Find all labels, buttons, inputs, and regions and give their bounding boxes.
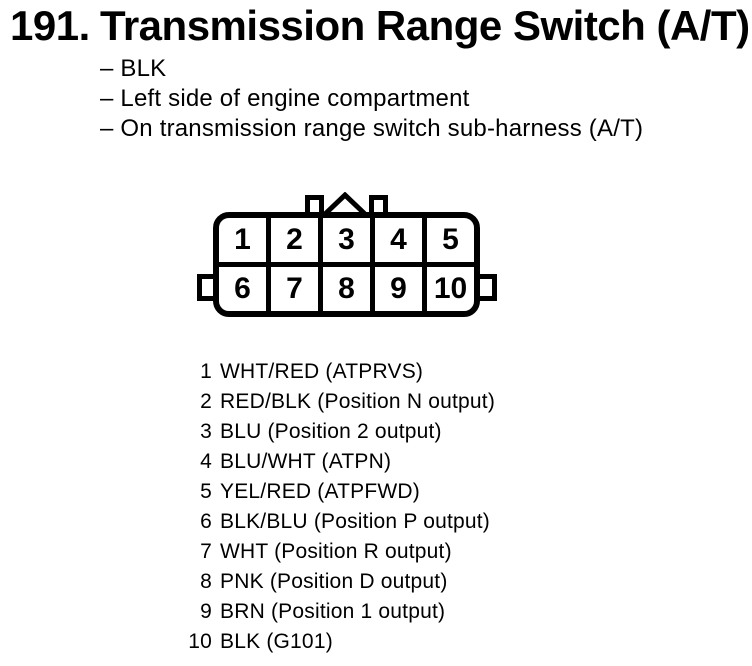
pin-row: 4 BLU/WHT (ATPN) [0, 447, 495, 477]
pin-cell: 5 [427, 218, 474, 262]
pin-cell: 8 [323, 267, 370, 311]
pin-description: BLK/BLU (Position P output) [220, 510, 490, 533]
pin-list: 1 WHT/RED (ATPRVS) 2 RED/BLK (Position N… [0, 357, 495, 657]
pin-cell: 7 [271, 267, 318, 311]
pin-number: 5 [200, 480, 212, 503]
pin-description: BLU (Position 2 output) [220, 420, 442, 443]
pin-number: 10 [188, 630, 212, 653]
note-line: – Left side of engine compartment [100, 85, 470, 112]
pin-number: 8 [200, 570, 212, 593]
pin-description: BLU/WHT (ATPN) [220, 450, 392, 473]
pin-description: WHT (Position R output) [220, 540, 452, 563]
pin-cell: 10 [427, 267, 474, 311]
item-title: Transmission Range Switch (A/T) [100, 2, 750, 49]
note-line: – BLK [100, 55, 167, 82]
pin-row: 6 BLK/BLU (Position P output) [0, 507, 495, 537]
pin-row: 7 WHT (Position R output) [0, 537, 495, 567]
connector-key-peak-icon [323, 192, 367, 215]
pin-row: 8 PNK (Position D output) [0, 567, 495, 597]
pin-cell: 1 [219, 218, 266, 262]
pin-number: 7 [200, 540, 212, 563]
pin-row: 3 BLU (Position 2 output) [0, 417, 495, 447]
pin-number: 4 [200, 450, 212, 473]
item-number: 191. [10, 2, 90, 49]
pin-row: 9 BRN (Position 1 output) [0, 597, 495, 627]
pin-cell: 2 [271, 218, 318, 262]
connector-body: 1 2 3 4 5 6 7 8 9 10 [213, 212, 480, 317]
pin-cell: 3 [323, 218, 370, 262]
pin-row: 5 YEL/RED (ATPFWD) [0, 477, 495, 507]
pin-row: 1 WHT/RED (ATPRVS) [0, 357, 495, 387]
pin-description: PNK (Position D output) [220, 570, 448, 593]
page-title: 191. Transmission Range Switch (A/T) [10, 2, 750, 49]
pin-description: WHT/RED (ATPRVS) [220, 360, 424, 383]
pin-number: 9 [200, 600, 212, 623]
pin-description: BRN (Position 1 output) [220, 600, 446, 623]
pin-cell: 9 [375, 267, 422, 311]
pin-description: YEL/RED (ATPFWD) [220, 480, 420, 503]
pin-row: 2 RED/BLK (Position N output) [0, 387, 495, 417]
note-line: – On transmission range switch sub-harne… [100, 115, 644, 142]
pin-cell: 4 [375, 218, 422, 262]
pin-number: 6 [200, 510, 212, 533]
pin-number: 3 [200, 420, 212, 443]
notes-list: – BLK – Left side of engine compartment … [100, 54, 643, 144]
pin-description: RED/BLK (Position N output) [220, 390, 496, 413]
connector-pin-grid: 1 2 3 4 5 6 7 8 9 10 [219, 218, 474, 311]
connector-diagram: 1 2 3 4 5 6 7 8 9 10 [197, 192, 497, 322]
pin-number: 1 [200, 360, 212, 383]
pin-number: 2 [200, 390, 212, 413]
pin-row: 10 BLK (G101) [0, 627, 495, 657]
pin-cell: 6 [219, 267, 266, 311]
pin-description: BLK (G101) [220, 630, 333, 653]
